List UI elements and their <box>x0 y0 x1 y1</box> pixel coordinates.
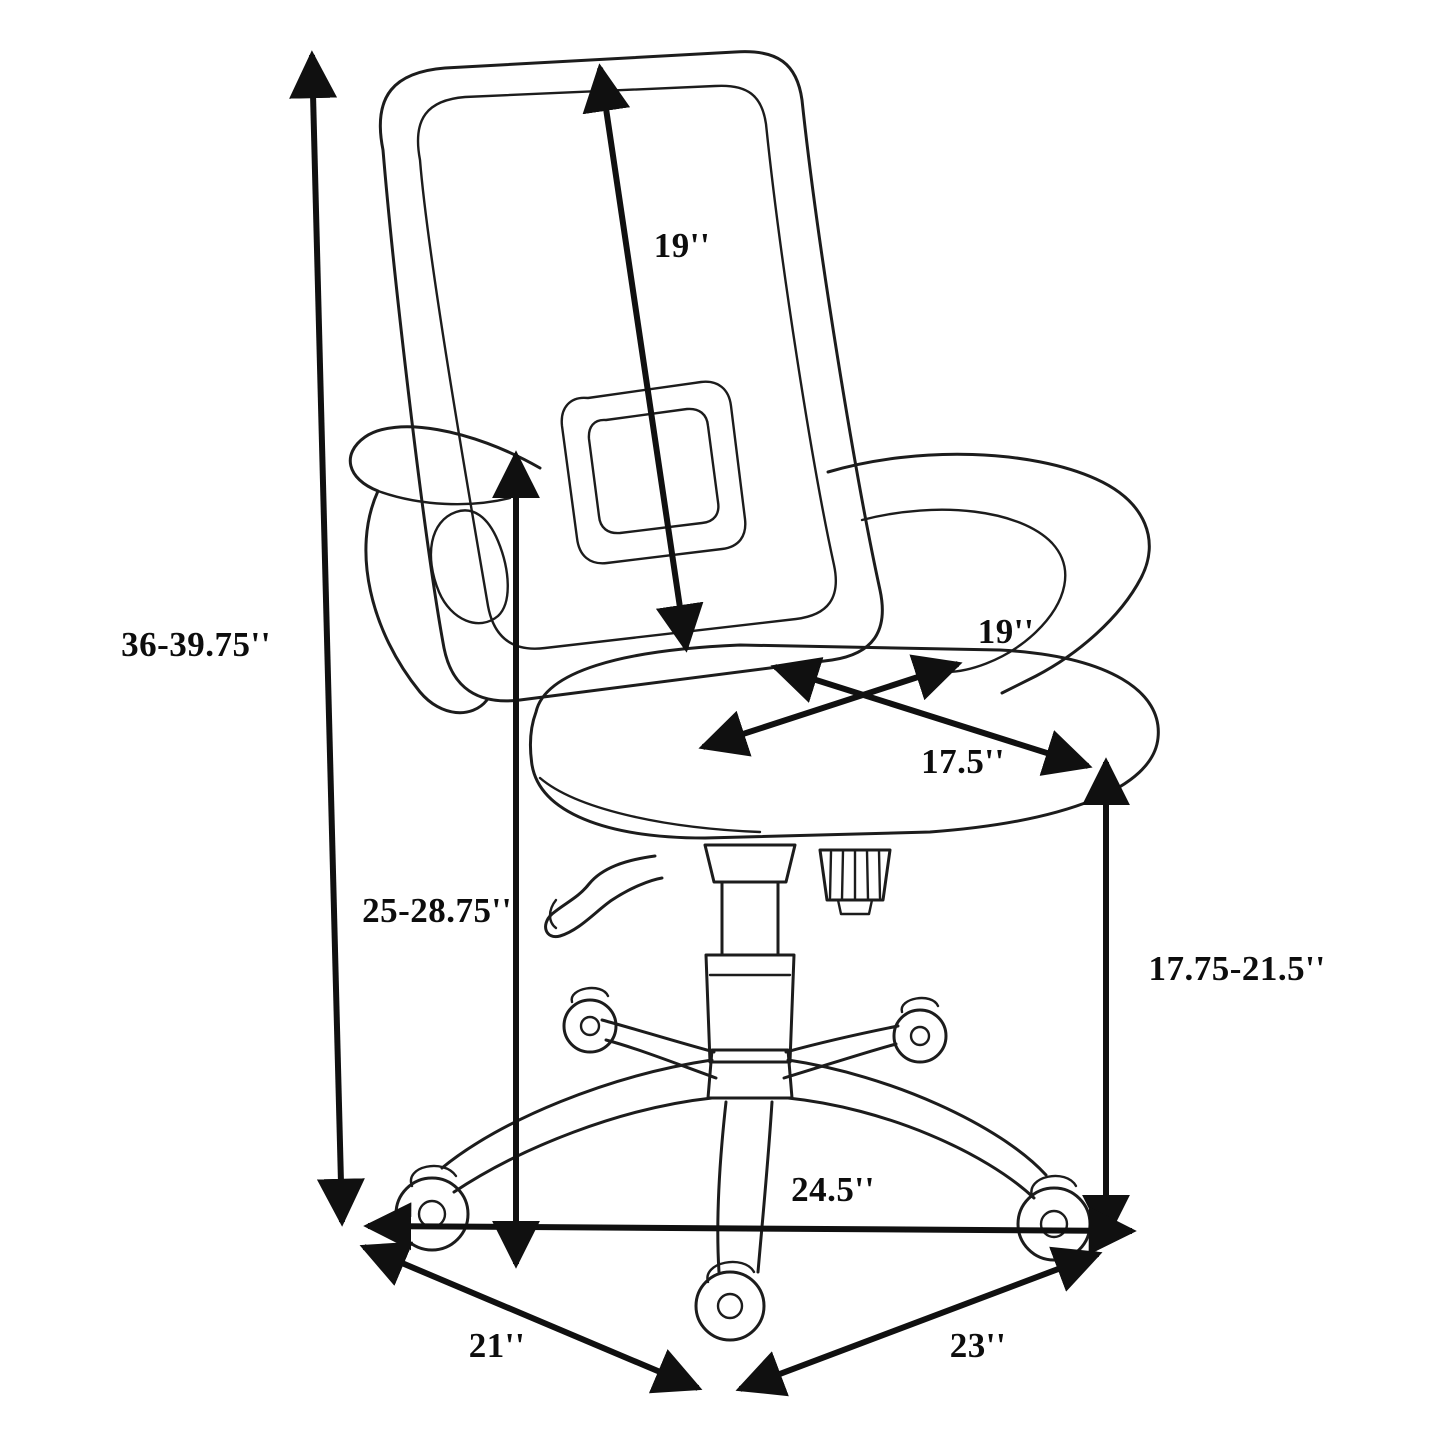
tension-knob <box>818 848 892 916</box>
backrest <box>378 50 884 703</box>
back-height-label: 19'' <box>653 226 711 265</box>
seat-width-label: 19'' <box>977 612 1035 651</box>
overall-height-arrow <box>289 50 365 1227</box>
base-width-label: 24.5'' <box>791 1170 875 1209</box>
base-diagonal-right-arrow <box>735 1246 1103 1397</box>
seat-depth-arrow <box>770 657 1093 776</box>
tilt-lever <box>544 854 664 939</box>
gas-lift <box>703 843 797 1064</box>
seat-height-label: 17.75-21.5'' <box>1148 949 1326 988</box>
seat-depth-label: 17.5'' <box>921 742 1005 781</box>
base-width-arrow <box>363 1202 1137 1255</box>
caster-rear-right <box>892 996 948 1064</box>
caster-front <box>694 1260 766 1342</box>
base-diagonal-left-label: 21'' <box>468 1326 526 1365</box>
caster-rear-left <box>562 986 618 1054</box>
caster-right <box>1016 1174 1092 1262</box>
base-legs <box>440 1018 1048 1274</box>
dimension-arrows <box>289 50 1137 1397</box>
base-diagonal-right-label: 23'' <box>949 1326 1007 1365</box>
base-diagonal-left-arrow <box>359 1241 703 1394</box>
caster-left <box>394 1164 470 1252</box>
arm-height-label: 25-28.75'' <box>362 891 512 930</box>
back-height-arrow <box>582 63 704 653</box>
left-armrest <box>348 425 542 715</box>
overall-height-label: 36-39.75'' <box>121 625 271 664</box>
seat <box>528 643 1160 840</box>
seat-width-arrow <box>698 654 963 757</box>
